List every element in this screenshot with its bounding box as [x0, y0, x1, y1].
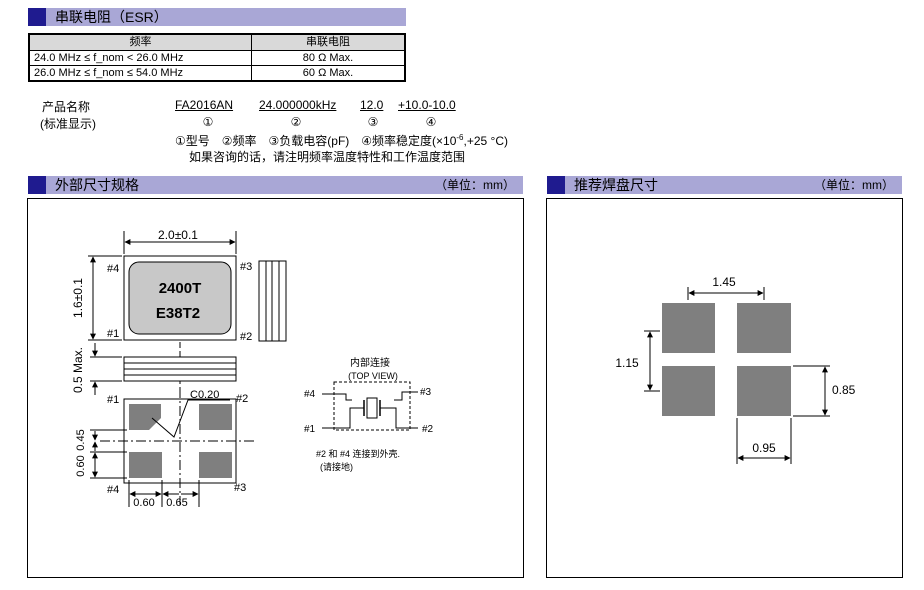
land-dim-pad-h: 0.85: [832, 383, 856, 397]
table-header-esr: 串联电阻: [251, 33, 406, 51]
land-dim-pitch-y: 1.15: [615, 356, 639, 370]
marking-line2: E38T2: [156, 305, 200, 322]
pad-3: [199, 452, 232, 478]
pin-label-2: #2: [240, 331, 252, 343]
pad-dim-y1: 0.45: [75, 429, 87, 450]
dimensions-frame: [27, 198, 524, 578]
land-unit: （单位：mm）: [814, 178, 894, 192]
land-frame: [546, 198, 903, 578]
esr-section-title: 串联电阻（ESR）: [55, 9, 168, 25]
product-name-sublabel: (标准显示): [40, 117, 96, 131]
internal-pin-3: #3: [420, 387, 432, 398]
land-section-header: 推荐焊盘尺寸 （单位：mm）: [547, 176, 902, 194]
land-section-title: 推荐焊盘尺寸: [574, 177, 658, 193]
marker-2: ②: [290, 115, 302, 129]
pin-label-3-bottom: #3: [234, 482, 246, 494]
product-legend: ①型号 ②频率 ③负载电容(pF) ④频率稳定度(×10-6,+25 °C): [175, 133, 508, 148]
internal-connection-title: 内部连接: [350, 356, 390, 369]
marker-4: ④: [425, 115, 437, 129]
crystal-symbol: [366, 397, 378, 419]
esr-section-header: 串联电阻（ESR）: [28, 8, 406, 26]
esr-table: 频率 串联电阻 24.0 MHz ≤ f_nom < 26.0 MHz 80 Ω…: [28, 33, 406, 82]
product-part-load: 12.0: [360, 98, 384, 112]
table-cell-frequency: 24.0 MHz ≤ f_nom < 26.0 MHz: [28, 50, 252, 66]
package-lid: [128, 261, 232, 335]
table-row: 24.0 MHz ≤ f_nom < 26.0 MHz 80 Ω Max.: [28, 50, 406, 66]
product-part-stability: +10.0-10.0: [398, 98, 456, 112]
pad-4: [129, 452, 162, 478]
pad-dim-y2: 0.60: [75, 455, 87, 476]
dimensions-section-title: 外部尺寸规格: [55, 177, 139, 193]
product-note: 如果咨询的话，请注明频率温度特性和工作温度范围: [189, 150, 466, 164]
table-row: 26.0 MHz ≤ f_nom ≤ 54.0 MHz 60 Ω Max.: [28, 65, 406, 82]
chamfer-label: C0.20: [190, 389, 219, 401]
header-square-icon: [28, 176, 46, 194]
height-dim-label: 1.6±0.1: [71, 278, 85, 318]
ground-note-line2: (请接地): [320, 461, 353, 472]
pad-2: [199, 404, 232, 430]
product-part-model: FA2016AN: [175, 98, 234, 112]
table-cell-esr: 80 Ω Max.: [251, 50, 406, 66]
dimensions-unit: （单位：mm）: [435, 178, 515, 192]
land-pad-bottom-left: [662, 366, 715, 416]
land-pad-bottom-right: [737, 366, 791, 416]
land-pad-top-left: [662, 303, 715, 353]
top-view-label: (TOP VIEW): [348, 371, 398, 381]
product-part-frequency: 24.000000kHz: [259, 98, 337, 112]
pin-label-1: #1: [107, 328, 119, 340]
internal-connection-box: [333, 381, 411, 431]
pad-1-chamfer: [129, 404, 161, 430]
ground-note-line1: #2 和 #4 连接到外壳.: [316, 448, 400, 459]
table-cell-frequency: 26.0 MHz ≤ f_nom ≤ 54.0 MHz: [28, 65, 252, 82]
pin-label-4: #4: [107, 263, 119, 275]
land-dim-pitch-x: 1.45: [712, 275, 736, 289]
product-name-label: 产品名称: [42, 100, 91, 114]
width-dim-label: 2.0±0.1: [158, 228, 198, 242]
land-dim-pad-w: 0.95: [752, 441, 776, 455]
dimensions-section-header: 外部尺寸规格 （单位：mm）: [28, 176, 523, 194]
pad-dim-x1: 0.60: [133, 497, 154, 509]
pad-dim-x2: 0.65: [166, 497, 187, 509]
marker-3: ③: [367, 115, 379, 129]
header-square-icon: [547, 176, 565, 194]
internal-pin-2: #2: [422, 424, 434, 435]
thickness-dim-label: 0.5 Max.: [71, 347, 85, 393]
table-cell-esr: 60 Ω Max.: [251, 65, 406, 82]
table-header-row: 频率 串联电阻: [28, 33, 406, 51]
pin-label-3: #3: [240, 261, 252, 273]
marking-line1: 2400T: [159, 280, 202, 297]
land-pad-top-right: [737, 303, 791, 353]
table-header-frequency: 频率: [28, 33, 252, 51]
pin-label-4-bottom: #4: [107, 484, 119, 496]
pin-label-1-bottom: #1: [107, 394, 119, 406]
header-square-icon: [28, 8, 46, 26]
internal-pin-1: #1: [304, 424, 316, 435]
pin-label-2-bottom: #2: [236, 393, 248, 405]
internal-pin-4: #4: [304, 389, 316, 400]
marker-1: ①: [202, 115, 214, 129]
